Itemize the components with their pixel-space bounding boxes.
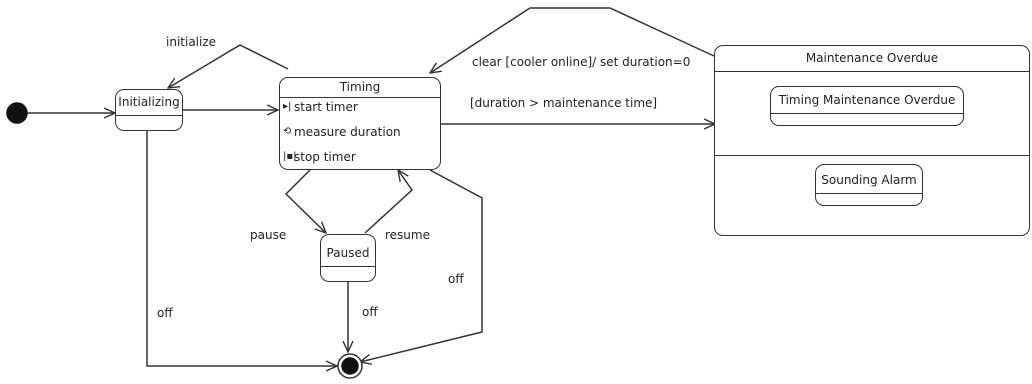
state-paused: Paused	[320, 234, 376, 282]
state-timing-maintenance-overdue-divider	[771, 113, 963, 114]
arrow-initialize	[168, 44, 289, 88]
arrow-off-initializing	[146, 131, 337, 366]
label-clear: clear [cooler online]/ set duration=0	[472, 55, 691, 69]
activity-label: stop timer	[294, 150, 356, 164]
state-timing-title: Timing	[339, 80, 381, 94]
state-sounding-alarm: Sounding Alarm	[815, 164, 923, 206]
state-timing-maintenance-overdue-title: Timing Maintenance Overdue	[778, 93, 956, 107]
label-off-initializing: off	[157, 306, 173, 320]
activity-stop-timer: |▪| stop timer	[280, 150, 440, 164]
activity-start-timer: ▸| start timer	[280, 100, 440, 114]
arrow-off-timing	[360, 169, 483, 362]
state-timing-divider	[280, 97, 440, 98]
arrow-clear	[430, 7, 715, 73]
state-paused-divider	[321, 266, 375, 267]
state-maintenance-overdue: Maintenance Overdue	[714, 45, 1030, 236]
activity-label: measure duration	[294, 125, 401, 139]
label-duration: [duration > maintenance time]	[470, 96, 658, 110]
state-maintenance-overdue-title: Maintenance Overdue	[805, 51, 939, 65]
arrow-resume	[364, 170, 413, 234]
label-pause: pause	[250, 228, 287, 242]
region-divider	[715, 155, 1029, 156]
state-initializing-title: Initializing	[118, 95, 180, 109]
arrow-pause	[284, 169, 326, 233]
state-initializing-divider	[116, 115, 182, 116]
state-initializing: Initializing	[115, 89, 183, 131]
label-off-timing: off	[448, 272, 464, 286]
label-off-paused: off	[362, 305, 378, 319]
state-timing-maintenance-overdue: Timing Maintenance Overdue	[770, 86, 964, 126]
final-node-dot	[341, 357, 359, 375]
activity-label: start timer	[294, 100, 358, 114]
initial-node	[6, 102, 28, 124]
start-icon: ▸|	[283, 101, 292, 112]
state-timing: Timing ▸| start timer ⟲ measure duration…	[279, 77, 441, 170]
state-sounding-alarm-title: Sounding Alarm	[821, 173, 917, 187]
label-initialize: initialize	[166, 35, 217, 49]
activity-measure-duration: ⟲ measure duration	[280, 125, 440, 139]
state-maintenance-overdue-divider	[715, 71, 1029, 72]
measure-icon: ⟲	[283, 126, 292, 137]
label-resume: resume	[385, 228, 430, 242]
state-sounding-alarm-divider	[816, 193, 922, 194]
stop-icon: |▪|	[283, 151, 297, 162]
state-paused-title: Paused	[326, 246, 370, 260]
